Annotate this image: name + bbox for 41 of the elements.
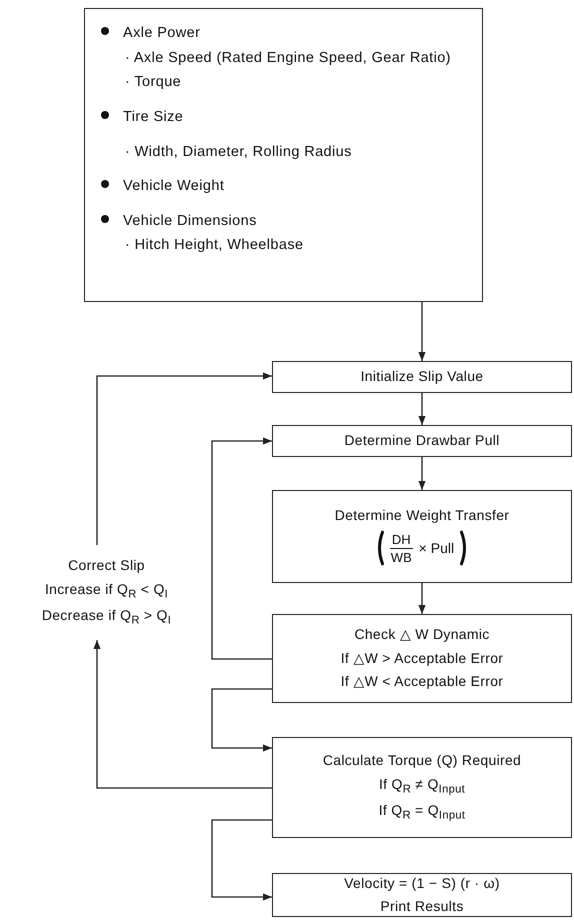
step-text: Print Results bbox=[380, 898, 464, 916]
arrow bbox=[211, 437, 272, 660]
arrow bbox=[93, 640, 272, 789]
formula-numerator: DH bbox=[390, 532, 413, 549]
process-box bbox=[272, 425, 572, 457]
step-text: Determine Drawbar Pull bbox=[344, 432, 500, 450]
sub-item: · Hitch Height, Wheelbase bbox=[125, 236, 304, 256]
step-text: Check △ W Dynamic bbox=[354, 626, 490, 644]
step-text: If △W > Acceptable Error bbox=[340, 650, 504, 668]
formula-text: × Pull bbox=[418, 540, 454, 556]
arrow bbox=[418, 302, 426, 361]
step-text: If Q$_{R}$ ≠ Q$_{Input}$ bbox=[378, 776, 466, 796]
arrow bbox=[418, 393, 426, 425]
arrow bbox=[211, 688, 272, 752]
arrow bbox=[96, 372, 272, 545]
formula-denominator: WB bbox=[390, 548, 412, 565]
process-box bbox=[272, 873, 572, 917]
step-text: Calculate Torque (Q) Required bbox=[322, 752, 522, 770]
process-box bbox=[272, 490, 572, 583]
process-box bbox=[272, 614, 572, 703]
input-box bbox=[84, 8, 483, 302]
list-item: Vehicle Dimensions bbox=[123, 212, 257, 231]
process-box bbox=[272, 737, 572, 838]
sub-item: · Width, Diameter, Rolling Radius bbox=[125, 142, 352, 162]
step-text: If Q$_{R}$ = Q$_{Input}$ bbox=[378, 802, 466, 823]
step-title: Determine Weight Transfer bbox=[334, 506, 510, 524]
step-text: Initialize Slip Value bbox=[360, 368, 484, 386]
sub-item: · Axle Speed (Rated Engine Speed, Gear Ratio) bbox=[125, 48, 451, 68]
annotation-text: Correct Slip bbox=[68, 557, 145, 575]
process-box bbox=[272, 361, 572, 393]
arrow bbox=[418, 457, 426, 490]
annotation-text: Increase if Q$_{R}$ < Q$_{I}$ bbox=[44, 580, 168, 602]
step-text: If △W < Acceptable Error bbox=[340, 673, 504, 691]
list-item: Vehicle Weight bbox=[123, 177, 224, 196]
list-item: Tire Size bbox=[123, 108, 184, 127]
annotation-text: Decrease if Q$_{R}$ > Q$_{I}$ bbox=[42, 607, 172, 628]
sub-item: · Torque bbox=[125, 73, 182, 92]
arrow bbox=[211, 819, 272, 901]
step-text: Velocity = (1 − S) (r · ω) bbox=[344, 874, 500, 892]
list-item: Axle Power bbox=[123, 24, 200, 43]
arrow bbox=[418, 583, 426, 614]
